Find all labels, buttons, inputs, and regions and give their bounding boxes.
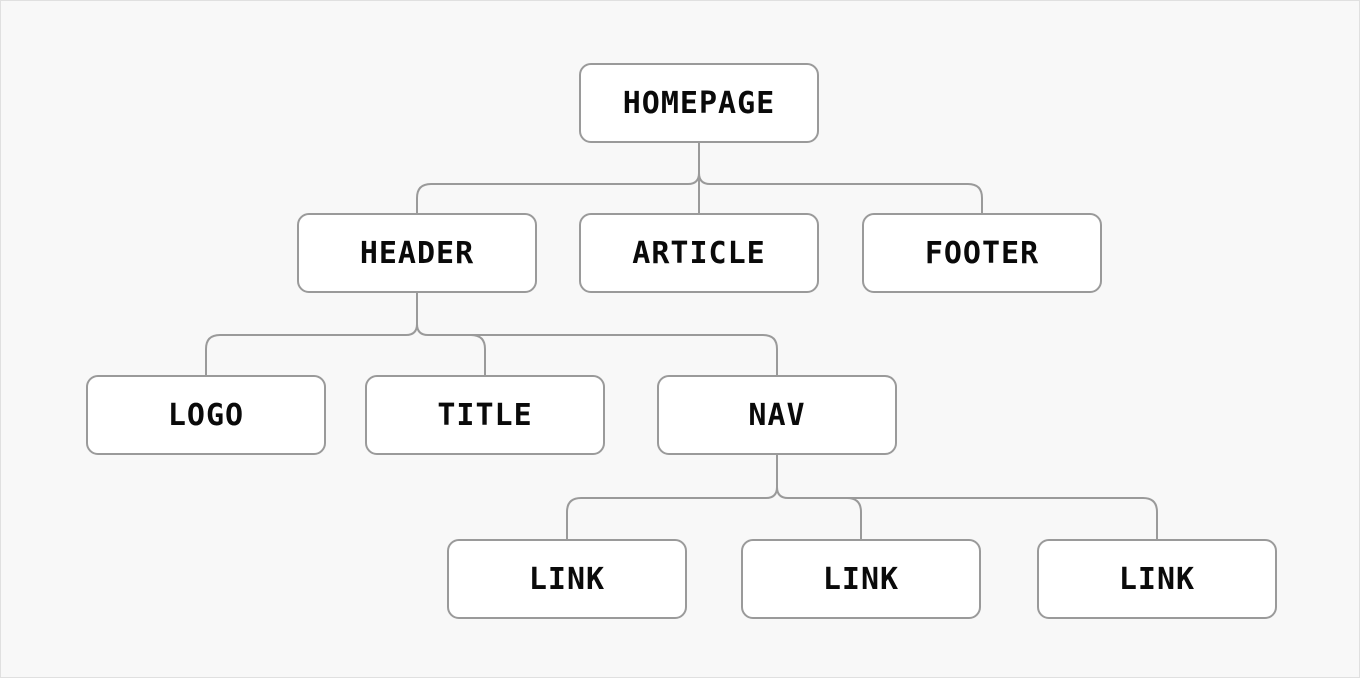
node-link-3-label: LINK <box>1118 561 1196 597</box>
node-article: ARTICLE <box>579 213 819 293</box>
node-homepage-label: HOMEPAGE <box>622 85 776 121</box>
node-link-3: LINK <box>1037 539 1277 619</box>
node-nav-label: NAV <box>748 397 806 433</box>
node-link-2: LINK <box>741 539 981 619</box>
connector-header-children <box>205 293 778 375</box>
node-title-label: TITLE <box>437 397 533 433</box>
node-link-1: LINK <box>447 539 687 619</box>
connector-nav-children <box>566 455 1158 539</box>
node-logo: LOGO <box>86 375 326 455</box>
node-footer-label: FOOTER <box>924 235 1040 271</box>
connector-homepage-children <box>416 143 983 213</box>
node-article-label: ARTICLE <box>632 235 766 271</box>
node-link-1-label: LINK <box>528 561 606 597</box>
node-link-2-label: LINK <box>822 561 900 597</box>
node-logo-label: LOGO <box>167 397 245 433</box>
node-nav: NAV <box>657 375 897 455</box>
node-footer: FOOTER <box>862 213 1102 293</box>
node-header-label: HEADER <box>359 235 475 271</box>
node-homepage: HOMEPAGE <box>579 63 819 143</box>
node-header: HEADER <box>297 213 537 293</box>
node-title: TITLE <box>365 375 605 455</box>
